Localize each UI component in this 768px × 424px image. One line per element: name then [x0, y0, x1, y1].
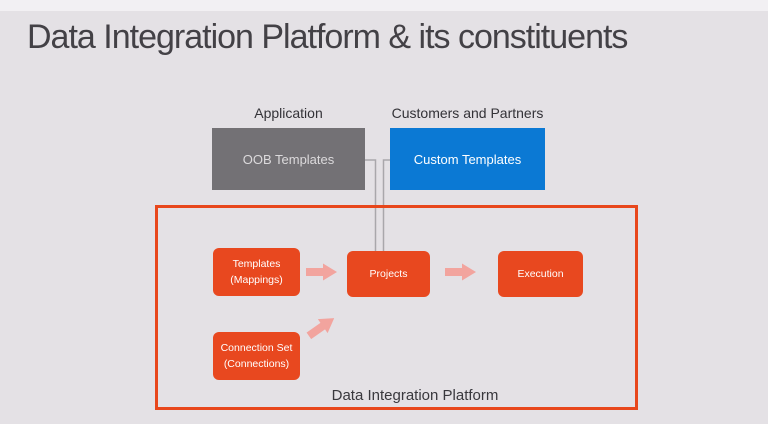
connection-set-node-line1: Connection Set — [220, 341, 293, 354]
connection-set-node: Connection Set (Connections) — [213, 332, 300, 380]
lane-label-customers-partners: Customers and Partners — [391, 105, 544, 121]
templates-node-line1: Templates — [232, 257, 281, 270]
custom-templates-box: Custom Templates — [390, 128, 545, 190]
arrow-up-right-icon — [304, 311, 340, 344]
platform-label: Data Integration Platform — [331, 387, 499, 404]
templates-node-line2: (Mappings) — [230, 274, 283, 286]
execution-node: Execution — [498, 251, 583, 297]
arrow-right-icon — [445, 263, 476, 281]
templates-mappings-node: Templates (Mappings) — [213, 248, 300, 296]
platform-boundary — [155, 205, 638, 410]
lane-label-application: Application — [254, 105, 323, 121]
oob-templates-label: OOB Templates — [242, 151, 335, 167]
execution-node-label: Execution — [517, 267, 564, 280]
custom-templates-label: Custom Templates — [413, 151, 522, 167]
projects-node: Projects — [347, 251, 430, 297]
arrow-right-icon — [306, 263, 337, 281]
slide-title: Data Integration Platform & its constitu… — [27, 18, 628, 56]
projects-node-label: Projects — [369, 267, 408, 280]
connection-set-node-line2: (Connections) — [223, 358, 290, 370]
top-strip — [0, 0, 768, 11]
oob-templates-box: OOB Templates — [212, 128, 365, 190]
